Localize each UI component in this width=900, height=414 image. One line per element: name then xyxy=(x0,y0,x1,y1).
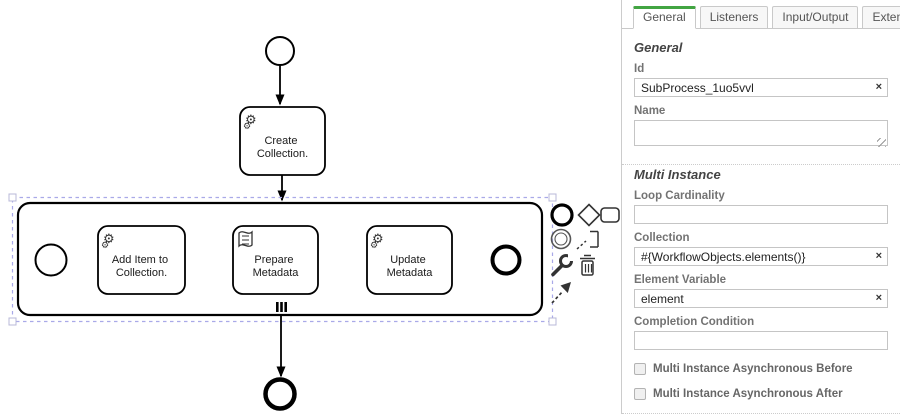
service-task-gear-icon: ⚙ xyxy=(370,241,378,251)
tab-extensions[interactable]: Extensions xyxy=(862,6,900,29)
append-gateway-icon[interactable] xyxy=(577,203,601,227)
service-task-gear-icon: ⚙ xyxy=(103,232,115,247)
textarea-resize-grip-icon[interactable] xyxy=(877,138,886,147)
context-pad xyxy=(550,203,620,304)
multi-instance-section-title: Multi Instance xyxy=(634,167,721,182)
service-task-gear-icon: ⚙ xyxy=(101,241,109,251)
id-input[interactable] xyxy=(634,78,888,97)
subprocess-end-event[interactable] xyxy=(490,244,522,276)
task-label: Add Item to Collection. xyxy=(112,254,171,279)
section-divider xyxy=(622,164,900,165)
resize-handle-se[interactable] xyxy=(548,317,557,326)
general-section-title: General xyxy=(634,40,683,55)
script-task-icon xyxy=(238,230,253,248)
loop-cardinality-label: Loop Cardinality xyxy=(634,190,725,202)
id-field-label: Id xyxy=(634,63,645,75)
collection-input[interactable] xyxy=(634,247,888,266)
append-intermediate-event-icon[interactable] xyxy=(550,228,572,250)
collection-label: Collection xyxy=(634,232,690,244)
task-update-metadata[interactable]: ⚙ ⚙ Update Metadata xyxy=(366,225,453,295)
properties-panel: General Listeners Input/Output Extension… xyxy=(621,0,900,414)
resize-handle-sw[interactable] xyxy=(8,317,17,326)
element-variable-label: Element Variable xyxy=(634,274,727,286)
completion-condition-input[interactable] xyxy=(634,331,888,350)
element-variable-input[interactable] xyxy=(634,289,888,308)
loop-cardinality-input[interactable] xyxy=(634,205,888,224)
connect-tool-icon[interactable] xyxy=(551,282,571,304)
properties-tab-bar: General Listeners Input/Output Extension… xyxy=(622,0,900,29)
trash-icon[interactable] xyxy=(580,254,595,276)
task-label: Prepare Metadata xyxy=(253,254,300,279)
parallel-multi-instance-marker xyxy=(276,302,287,312)
tab-general[interactable]: General xyxy=(633,6,696,29)
service-task-gear-icon: ⚙ xyxy=(372,232,384,247)
async-after-label: Multi Instance Asynchronous After xyxy=(653,388,843,400)
async-before-checkbox[interactable] xyxy=(634,363,646,375)
async-after-checkbox[interactable] xyxy=(634,388,646,400)
service-task-gear-icon: ⚙ xyxy=(243,122,251,132)
async-before-label: Multi Instance Asynchronous Before xyxy=(653,363,853,375)
append-end-event-icon[interactable] xyxy=(550,203,574,227)
subprocess-start-event[interactable] xyxy=(34,243,68,277)
tab-input-output[interactable]: Input/Output xyxy=(772,6,859,29)
name-field-label: Name xyxy=(634,105,666,117)
start-event[interactable] xyxy=(265,36,295,66)
task-add-item-to-collection[interactable]: ⚙ ⚙ Add Item to Collection. xyxy=(97,225,186,295)
end-event[interactable] xyxy=(263,377,297,411)
selection-outline xyxy=(8,193,557,326)
task-label: Create Collection. xyxy=(257,135,308,160)
wrench-icon[interactable] xyxy=(551,253,577,277)
tab-listeners[interactable]: Listeners xyxy=(699,6,769,29)
service-task-gear-icon: ⚙ xyxy=(245,113,257,128)
resize-handle-ne[interactable] xyxy=(548,193,557,202)
resize-handle-nw[interactable] xyxy=(8,193,17,202)
clear-id-icon[interactable]: × xyxy=(875,81,882,93)
append-task-icon[interactable] xyxy=(600,207,620,223)
task-create-collection[interactable]: ⚙ ⚙ Create Collection. xyxy=(239,106,326,176)
clear-element-variable-icon[interactable]: × xyxy=(875,292,882,304)
append-text-annotation-icon[interactable] xyxy=(576,230,599,250)
task-prepare-metadata[interactable]: Prepare Metadata xyxy=(232,225,319,295)
task-label: Update Metadata xyxy=(387,254,434,279)
name-input[interactable] xyxy=(634,120,888,146)
diagram-canvas[interactable]: ⚙ ⚙ Create Collection. xyxy=(0,0,621,414)
clear-collection-icon[interactable]: × xyxy=(875,250,882,262)
completion-condition-label: Completion Condition xyxy=(634,316,755,328)
